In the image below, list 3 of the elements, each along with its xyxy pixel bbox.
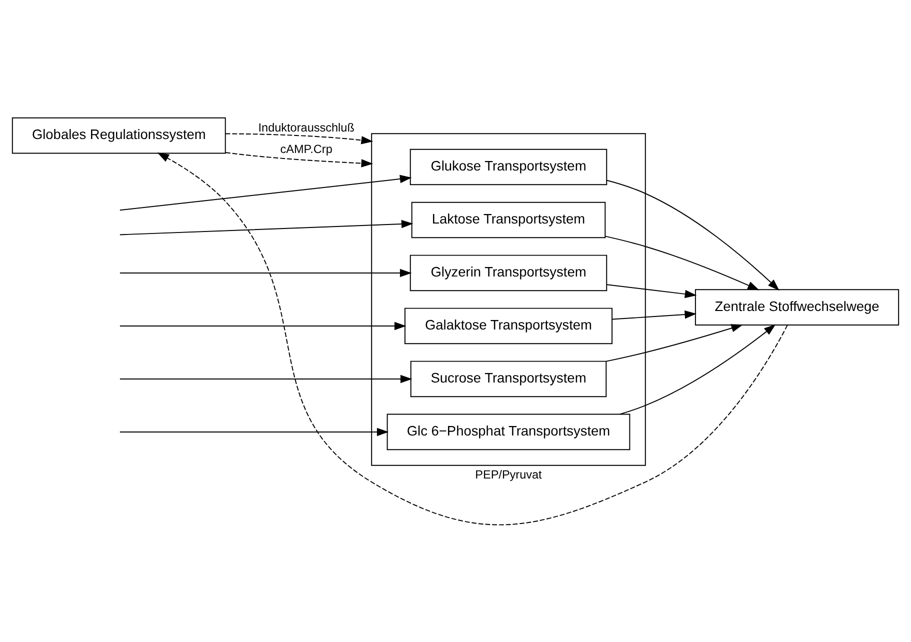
edge-label: cAMP.Crp bbox=[280, 142, 332, 156]
edge-label: Induktorausschluß bbox=[258, 120, 354, 134]
edge-label: PEP/Pyruvat bbox=[475, 468, 542, 482]
